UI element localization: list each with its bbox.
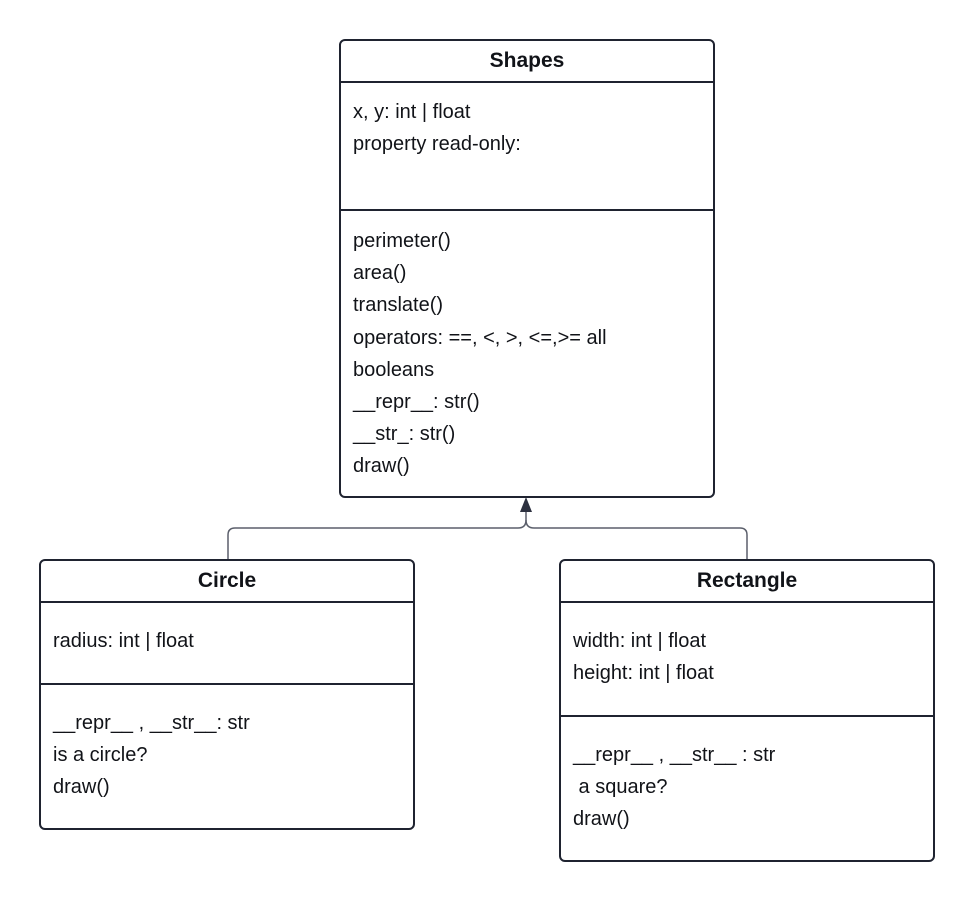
method: a square? [573,776,668,799]
method: draw() [353,455,410,478]
class-rectangle-methods: __repr__ , __str__ : str a square? draw(… [561,717,933,836]
method: perimeter() [353,230,451,252]
method: __str_: str() [353,423,456,446]
attribute: width: int | float [573,630,707,652]
class-circle-title: Circle [41,561,413,603]
method: is a circle? [53,744,148,767]
inheritance-arrowhead [520,497,532,512]
attribute: height: int | float [573,662,714,685]
method: __repr__: str() [353,391,480,414]
method: __repr__ , __str__ : str [573,744,776,766]
method: draw() [53,776,110,799]
class-circle-methods: __repr__ , __str__: str is a circle? dra… [41,685,413,804]
class-rectangle-attributes: width: int | float height: int | float [561,603,933,717]
class-shapes[interactable]: Shapes x, y: int | float property read-o… [339,39,715,498]
inheritance-line-rectangle [525,519,748,560]
attribute: radius: int | float [53,630,194,652]
attribute: x, y: int | float [353,101,471,123]
class-circle-attributes: radius: int | float [41,603,413,685]
class-rectangle[interactable]: Rectangle width: int | float height: int… [559,559,935,862]
class-shapes-attributes: x, y: int | float property read-only: [341,83,713,211]
class-shapes-methods: perimeter() area() translate() operators… [341,211,713,483]
class-rectangle-title: Rectangle [561,561,933,603]
method: booleans [353,358,435,381]
inheritance-line-circle [227,510,527,560]
class-circle[interactable]: Circle radius: int | float __repr__ , __… [39,559,415,830]
method: area() [353,262,407,285]
attribute: property read-only: [353,133,521,156]
method: translate() [353,294,444,317]
method: operators: ==, <, >, <=,>= all [353,326,607,349]
class-shapes-title: Shapes [341,41,713,83]
method: __repr__ , __str__: str [53,712,250,734]
method: draw() [573,808,630,831]
